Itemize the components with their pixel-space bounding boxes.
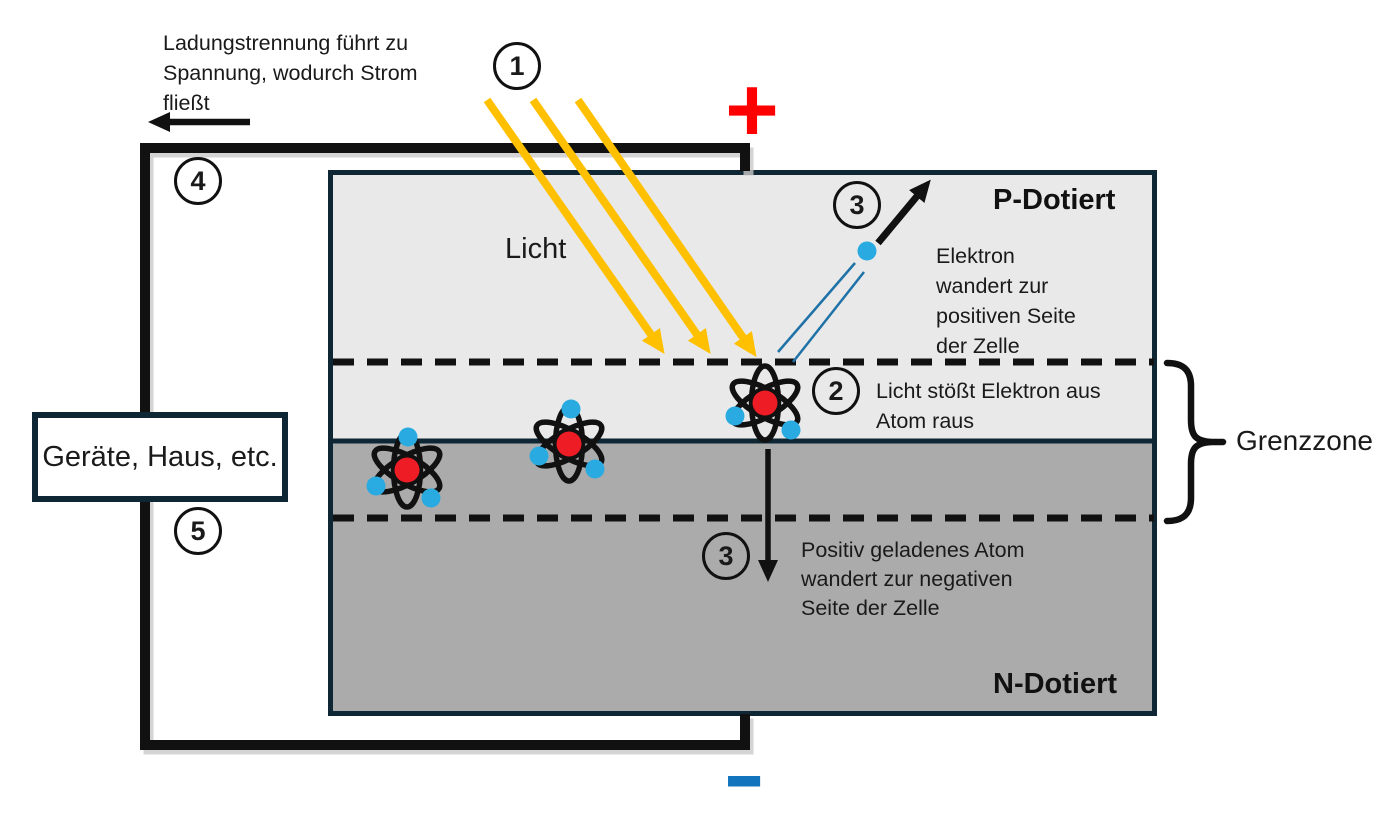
step-marker-5-label: 5 (190, 515, 206, 546)
load-box: Geräte, Haus, etc. (32, 412, 288, 502)
step-marker-1: 1 (493, 42, 541, 90)
charge-separation-note-line: fließt (163, 91, 210, 115)
charge-separation-note-line: Ladungstrennung führt zu (163, 31, 409, 55)
step-marker-3-electron: 3 (833, 181, 881, 229)
positive-atom-note: Positiv geladenes Atom wandert zur negat… (801, 536, 1025, 623)
positive-atom-note-line: Seite der Zelle (801, 596, 940, 620)
step-marker-5: 5 (174, 507, 222, 555)
electron-knockout-note-line: Atom raus (876, 409, 974, 433)
electron-knockout-note-line: Licht stößt Elektron aus (876, 379, 1101, 403)
grenzzone-brace (1163, 359, 1227, 525)
positive-atom-note-line: wandert zur negativen (801, 567, 1013, 591)
electron-migration-note-line: Elektron (936, 244, 1015, 268)
negative-terminal-sign: − (725, 726, 763, 823)
step-marker-4: 4 (174, 157, 222, 205)
electron-knockout-note: Licht stößt Elektron aus Atom raus (876, 376, 1101, 436)
step-marker-2: 2 (812, 367, 860, 415)
step-marker-2-label: 2 (828, 375, 844, 406)
step-marker-4-label: 4 (190, 165, 206, 196)
electron-migration-note-line: positiven Seite (936, 304, 1076, 328)
charge-separation-note: Ladungstrennung führt zu Spannung, wodur… (163, 28, 418, 118)
p-region-label: P-Dotiert (993, 184, 1116, 216)
step-marker-3-atom-label: 3 (718, 540, 734, 571)
electron-migration-note-line: wandert zur (936, 274, 1049, 298)
load-box-label: Geräte, Haus, etc. (42, 440, 278, 473)
positive-terminal-sign: + (725, 59, 779, 161)
step-marker-1-label: 1 (509, 50, 525, 81)
positive-atom-note-line: Positiv geladenes Atom (801, 538, 1025, 562)
step-marker-3-electron-label: 3 (849, 189, 865, 220)
electron-migration-note: Elektron wandert zur positiven Seite der… (936, 241, 1076, 361)
electron-migration-note-line: der Zelle (936, 334, 1020, 358)
step-marker-3-atom: 3 (702, 532, 750, 580)
boundary-zone-label: Grenzzone (1236, 425, 1373, 456)
light-label: Licht (505, 233, 567, 265)
n-region-label: N-Dotiert (993, 668, 1118, 700)
charge-separation-note-line: Spannung, wodurch Strom (163, 61, 418, 85)
